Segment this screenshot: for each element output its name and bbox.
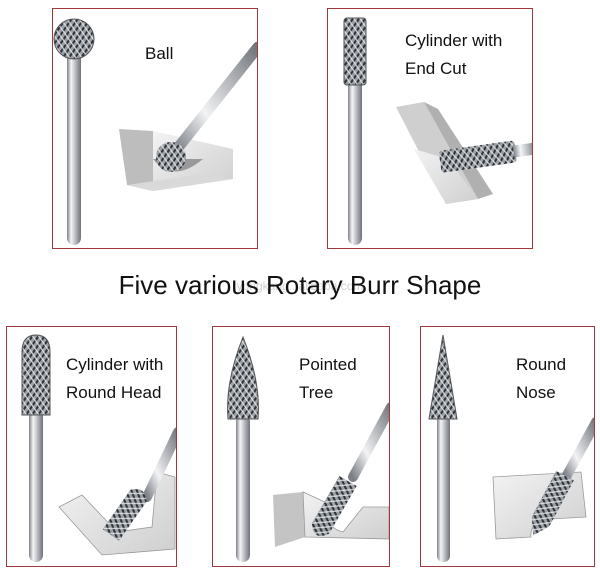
panel-cylinder-round-head: Cylinder with Round Head bbox=[6, 326, 177, 567]
page-title: Five various Rotary Burr Shape bbox=[118, 270, 482, 300]
label-pointed-tree-line1: Pointed bbox=[299, 355, 357, 374]
label-round-nose-line2: Nose bbox=[516, 383, 556, 402]
pointed-tree-burr-illustration bbox=[227, 335, 389, 562]
ball-burr-illustration bbox=[53, 18, 257, 245]
panel-round-nose: Round Nose bbox=[420, 326, 595, 567]
label-pointed-tree-line2: Tree bbox=[299, 383, 334, 402]
label-ball: Ball bbox=[145, 40, 173, 68]
panel-ball: Ball bbox=[52, 8, 258, 249]
label-cylinder-round-head-line1: Cylinder with bbox=[66, 355, 164, 374]
cylinder-round-head-burr-illustration bbox=[21, 334, 176, 562]
label-round-nose-line1: Round bbox=[516, 355, 567, 374]
panel-cylinder-end-cut: Cylinder with End Cut bbox=[327, 8, 533, 249]
label-ball-line1: Ball bbox=[145, 44, 174, 63]
panel-pointed-tree: Pointed Tree bbox=[212, 326, 390, 567]
label-cylinder-end-cut: Cylinder with End Cut bbox=[405, 27, 502, 83]
label-round-nose: Round Nose bbox=[516, 351, 566, 407]
round-nose-burr-illustration bbox=[428, 334, 594, 562]
cylinder-end-cut-burr-illustration bbox=[343, 17, 532, 245]
label-cylinder-round-head-line2: Round Head bbox=[66, 383, 162, 402]
label-cylinder-end-cut-line2: End Cut bbox=[405, 59, 467, 78]
watermark: yongkang...alibaba.com bbox=[236, 279, 364, 293]
label-cylinder-round-head: Cylinder with Round Head bbox=[66, 351, 163, 407]
label-cylinder-end-cut-line1: Cylinder with bbox=[405, 31, 503, 50]
label-pointed-tree: Pointed Tree bbox=[299, 351, 357, 407]
